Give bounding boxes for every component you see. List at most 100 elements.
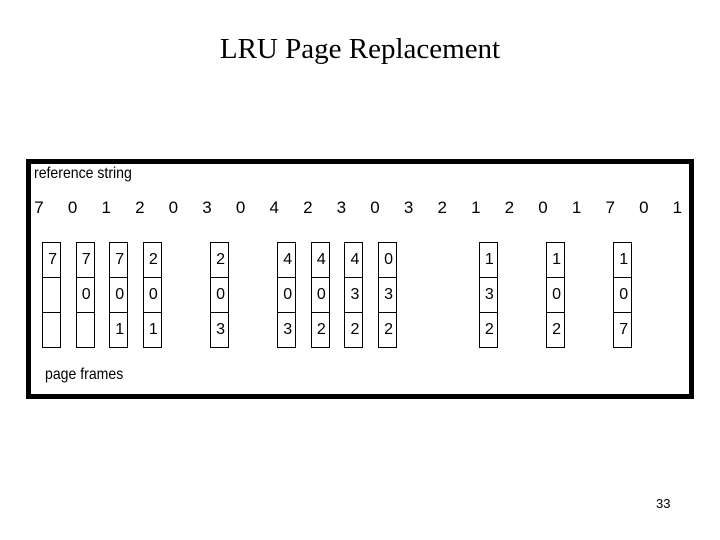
reference-item: 0 [235, 198, 246, 217]
frame-column: 4 3 2 [344, 242, 364, 348]
reference-item: 3 [202, 198, 212, 217]
frame-value: 1 [484, 251, 494, 268]
reference-item: 3 [403, 198, 414, 217]
frame-value: 1 [115, 320, 125, 338]
frame-column: 0 3 2 [378, 242, 397, 348]
reference-item: 7 [605, 198, 615, 217]
frame-cell: 0 [143, 277, 161, 311]
reference-item: 2 [135, 198, 145, 217]
page-number: 33 [656, 496, 671, 511]
frame-value: 0 [283, 286, 293, 304]
frame-cell: 2 [144, 243, 161, 277]
reference-item: 0 [168, 198, 179, 217]
frame-value: 3 [384, 286, 393, 304]
frame-value: 1 [619, 251, 629, 268]
reference-item: 1 [471, 198, 481, 217]
frame-value: 4 [350, 251, 360, 268]
frame-value: 0 [552, 286, 561, 304]
frame-value: 2 [384, 320, 393, 338]
frame-value: 2 [148, 251, 158, 268]
frame-column: 7 [42, 242, 61, 348]
frame-value: 0 [81, 286, 91, 304]
frame-column: 1 3 2 [478, 242, 498, 348]
frame-cell: 2 [311, 311, 329, 346]
reference-item: 1 [101, 198, 111, 217]
frame-cell: 4 [345, 243, 362, 277]
frame-value: 7 [81, 251, 91, 268]
frame-value: 3 [350, 286, 360, 304]
frame-cell: 2 [479, 311, 497, 346]
reference-item: 0 [67, 198, 78, 217]
frame-cell: 1 [480, 243, 497, 277]
frame-column: 1 0 2 [546, 242, 565, 348]
frame-value: 0 [384, 251, 393, 268]
frame-cell: 3 [479, 277, 497, 311]
frame-cell: 2 [379, 311, 396, 346]
frame-cell [43, 311, 60, 346]
frame-cell [76, 311, 94, 346]
frame-cell: 0 [379, 243, 396, 277]
frame-cell: 0 [211, 277, 228, 311]
reference-item: 3 [336, 198, 347, 217]
frame-value: 2 [316, 320, 326, 338]
frame-value: 0 [619, 286, 629, 304]
frame-column: 2 0 1 [142, 242, 162, 348]
reference-item: 0 [370, 198, 380, 217]
frame-value: 2 [552, 320, 561, 338]
frame-value: 2 [350, 320, 360, 338]
frame-cell: 7 [43, 243, 60, 277]
reference-item: 1 [571, 198, 582, 217]
frame-column: 4 0 2 [310, 242, 330, 348]
frame-cell: 7 [77, 243, 94, 277]
frame-cell: 2 [211, 243, 228, 277]
frame-cell: 1 [614, 243, 631, 277]
frame-cell: 0 [311, 277, 329, 311]
reference-item: 0 [639, 198, 649, 217]
frame-cell: 7 [614, 311, 632, 346]
frame-value: 3 [216, 320, 225, 338]
frame-column: 7 0 1 [109, 242, 129, 348]
reference-item: 2 [303, 198, 313, 217]
reference-item: 1 [672, 198, 683, 217]
frame-value: 0 [115, 286, 125, 304]
frame-value: 0 [148, 286, 158, 304]
frame-cell: 3 [379, 277, 396, 311]
frame-cell: 0 [76, 277, 94, 311]
frame-cell: 2 [345, 311, 363, 346]
frame-cell [43, 277, 60, 311]
frame-value: 3 [484, 286, 494, 304]
frame-cell: 1 [143, 311, 161, 346]
slide-title: LRU Page Replacement [219, 33, 501, 65]
frame-cell: 1 [547, 243, 564, 277]
frame-value: 2 [216, 251, 225, 268]
frame-cell: 0 [110, 277, 128, 311]
frame-column: 4 0 3 [277, 242, 297, 348]
frame-cell: 4 [278, 243, 295, 277]
frame-value: 7 [619, 320, 629, 338]
frame-value: 0 [316, 286, 326, 304]
frame-value: 3 [283, 320, 293, 338]
frame-cell: 0 [278, 277, 296, 311]
frame-value: 1 [552, 251, 561, 268]
frame-cell: 0 [614, 277, 632, 311]
reference-item: 0 [538, 198, 548, 217]
reference-item: 7 [34, 198, 44, 217]
frame-cell: 3 [211, 311, 228, 346]
frame-column: 2 0 3 [210, 242, 229, 348]
page-frames-label: page frames [45, 366, 124, 383]
frame-value: 7 [115, 251, 125, 268]
frame-value: 7 [48, 251, 57, 268]
frame-cell: 4 [312, 243, 329, 277]
frame-value: 1 [148, 320, 158, 338]
reference-string-label: reference string [34, 165, 132, 182]
frame-value: 0 [216, 286, 225, 304]
frame-cell: 3 [278, 311, 296, 346]
frame-value: 2 [484, 320, 494, 338]
reference-item: 2 [437, 198, 447, 217]
frame-cell: 2 [547, 311, 564, 346]
frame-cell: 3 [345, 277, 363, 311]
reference-item: 4 [269, 198, 279, 217]
frame-value: 4 [316, 251, 326, 268]
frame-cell: 1 [110, 311, 128, 346]
